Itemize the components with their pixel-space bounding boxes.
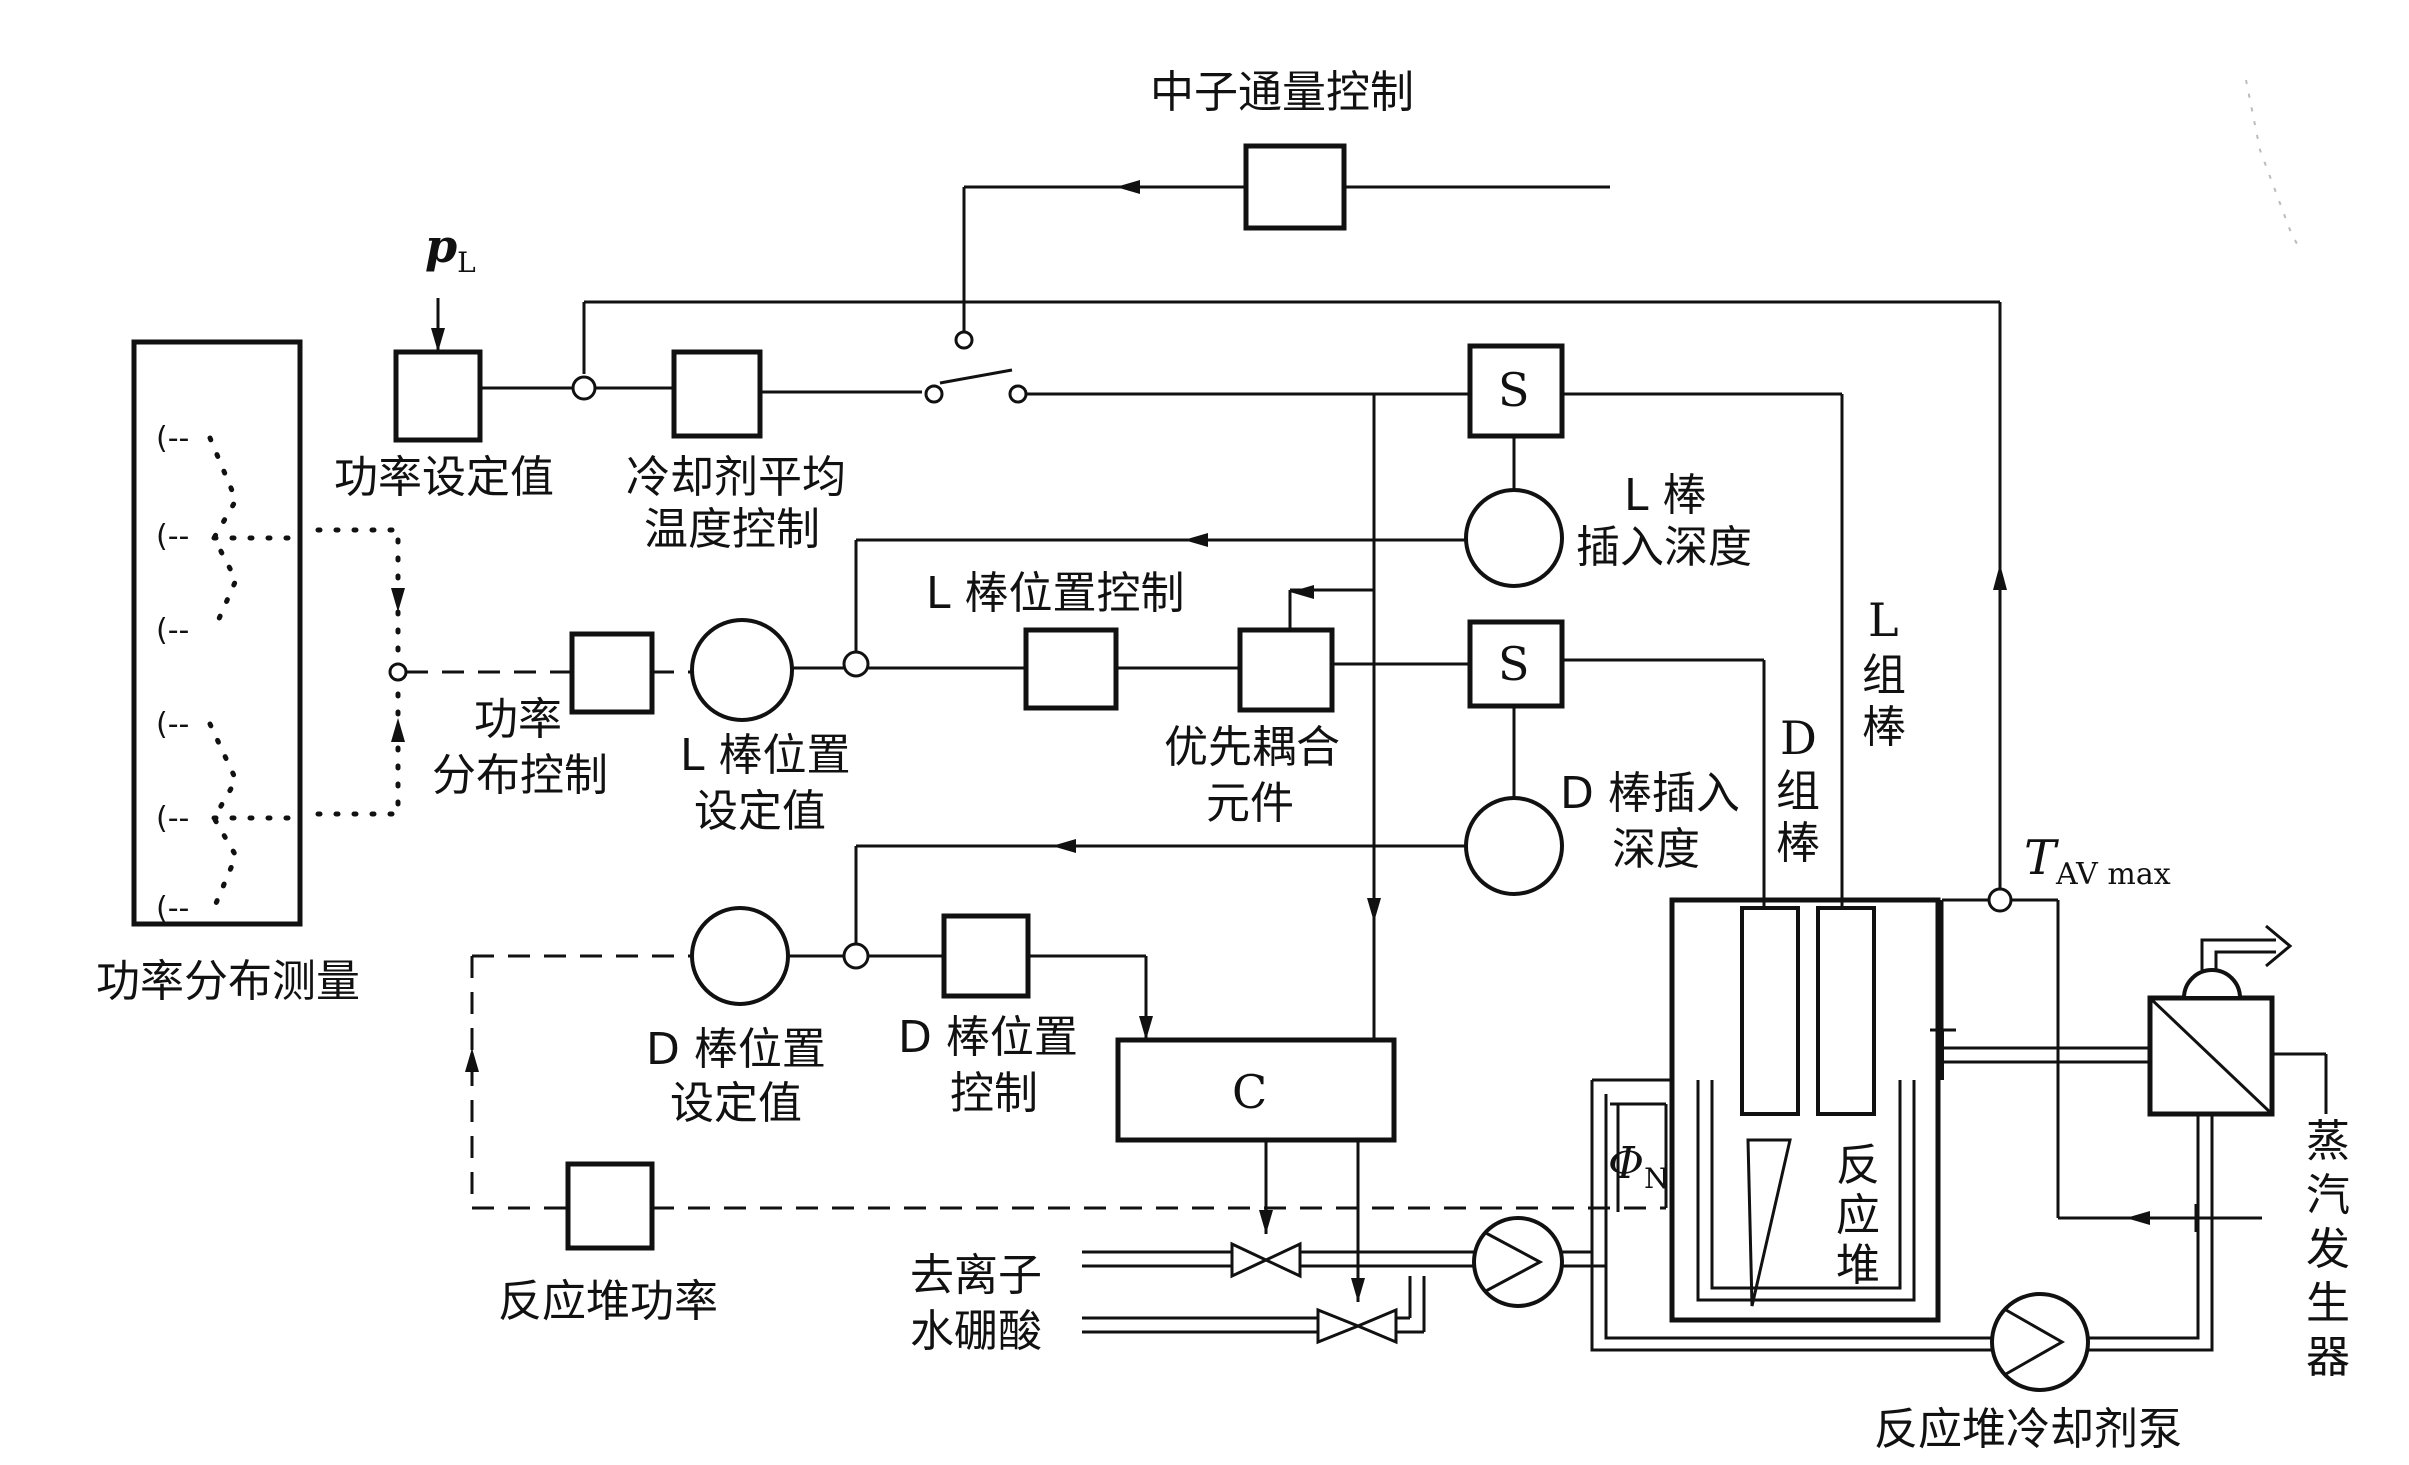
power-setpoint-box [393,349,483,443]
reactor-label-1: 反 [1836,1140,1880,1191]
d-rod-position-control-label-1: D 棒位置 [898,1012,1078,1063]
detector-mark-5: (-- [156,801,189,836]
tav-max-label: TAV max [2024,830,2171,892]
d-group-rod-label-1: D [1780,711,1817,765]
reactor-power-label: 反应堆功率 [498,1276,718,1327]
circulation-pump [1472,1216,1564,1308]
priority-coupling-label-2: 元件 [1206,778,1294,829]
l-group-rod [1816,906,1876,1116]
l-group-rod-label-3: 棒 [1862,702,1906,753]
detector-mark-2: (-- [156,519,189,554]
l-rod-position-control-box [1023,627,1119,711]
s-top-box [1467,343,1565,439]
steam-generator-label-5: 器 [2306,1332,2350,1383]
d-rod-setpoint-circle [690,906,790,1006]
priority-coupling-label-1: 优先耦合 [1164,722,1340,773]
neutron-flux-control-label: 中子通量控制 [1150,67,1414,118]
neutron-flux-control-box [1243,143,1347,231]
reactor-coolant-pump-label: 反应堆冷却剂泵 [1874,1404,2182,1455]
l-rod-setpoint-label-2: 设定值 [694,786,826,837]
power-distribution-control-label-2: 分布控制 [432,750,608,801]
valve-1 [1230,1241,1270,1279]
d-rod-setpoint-label-2: 设定值 [670,1078,802,1129]
fuel-core-wedge [1746,1138,1792,1307]
l-group-rod-label-1: L [1868,593,1899,647]
coolant-temp-control-label-2: 温度控制 [644,504,820,555]
s-middle-label: S [1498,637,1530,691]
steam-generator-label-3: 发 [2306,1224,2350,1275]
steam-generator-label-2: 汽 [2306,1170,2350,1221]
steam-dome [2181,968,2243,1000]
l-rod-insert-label-2: 插入深度 [1576,522,1752,573]
l-rod-position-control-label: L 棒位置控制 [926,568,1185,619]
d-group-rod [1740,906,1800,1116]
d-group-rod-label-2: 组 [1776,766,1820,817]
d-rod-setpoint-label-1: D 棒位置 [646,1024,826,1075]
s-top-label: S [1498,363,1530,417]
d-group-rod-label-3: 棒 [1776,818,1820,869]
d-rod-position-control-label-2: 控制 [950,1068,1038,1119]
l-group-rod-label-2: 组 [1862,650,1906,701]
c-box [1115,1037,1397,1143]
detector-mark-6: (-- [156,891,189,926]
d-rod-insertion-sensor [1464,796,1564,896]
detector-mark-4: (-- [156,707,189,742]
coolant-temp-control-label-1: 冷却剂平均 [626,452,846,503]
boric-acid-label: 水硼酸 [910,1306,1042,1357]
power-setpoint-label: 功率设定值 [334,452,554,503]
deionized-water-label: 去离子 [910,1250,1042,1301]
power-distribution-measure-label: 功率分布测量 [96,956,360,1007]
valve-2 [1316,1307,1363,1345]
pl-label: pL [425,219,476,279]
l-rod-setpoint-label-1: L 棒位置 [680,730,851,781]
power-distribution-measure-panel [131,339,303,927]
d-rod-position-control-box [941,913,1031,999]
power-distribution-control-label-1: 功率 [474,694,562,745]
d-rod-insert-label-1: D 棒插入 [1560,768,1740,819]
detector-mark-3: (-- [156,613,189,648]
d-rod-insert-label-2: 深度 [1612,824,1700,875]
coolant-temp-control-box [671,349,763,439]
c-box-label: C [1232,1065,1267,1119]
reactor-coolant-pump [1990,1292,2090,1392]
l-rod-insertion-sensor [1464,488,1564,588]
reactor-label-3: 堆 [1836,1240,1880,1291]
s-middle-box [1467,619,1565,709]
detector-mark-1: (-- [156,421,189,456]
l-rod-setpoint-circle [690,618,794,722]
steam-generator-label-1: 蒸 [2306,1116,2350,1167]
phi-n-label: ΦN [1608,1138,1669,1195]
steam-generator-label-4: 生 [2306,1278,2350,1329]
reactor-label-2: 应 [1836,1190,1880,1241]
reactor-power-box [565,1161,655,1251]
reactor-vessel [1669,897,1941,1323]
priority-coupling-box [1237,627,1335,713]
l-rod-insert-label-1: L 棒 [1624,470,1707,521]
power-distribution-control-box [569,631,655,715]
